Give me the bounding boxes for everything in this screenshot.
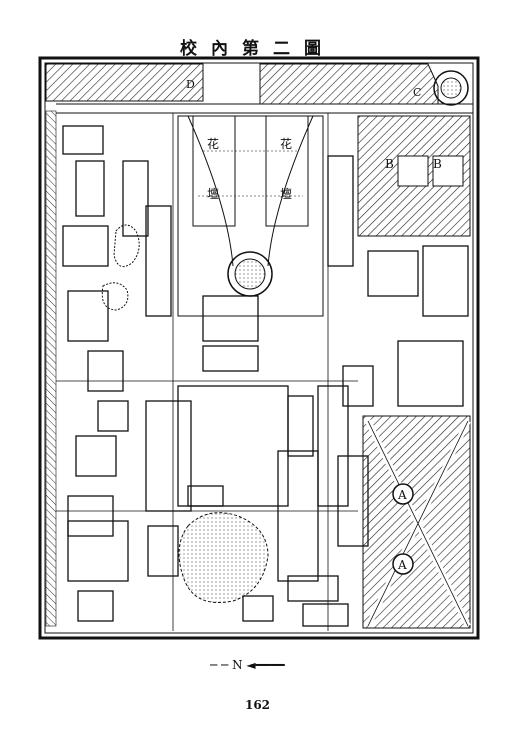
north-arrow-head: ◄━━━━ (246, 658, 285, 672)
building-col2-2 (145, 205, 172, 317)
flower-bed-left-label-2: 壇 (207, 186, 219, 201)
page-title: 校內第二圖 (180, 39, 335, 59)
building-center-3 (177, 385, 289, 507)
building-left-6 (97, 400, 129, 432)
marker-a-2 (392, 553, 414, 575)
building-center-6 (317, 385, 349, 507)
building-left-5 (87, 350, 124, 392)
campus-boundary (38, 56, 480, 640)
marker-c-label: C (413, 86, 421, 99)
north-arrow: ─ ─ N ◄━━━━ (210, 658, 285, 672)
pond-left (113, 224, 140, 268)
building-bottom-2 (302, 603, 349, 627)
top-right-hatched-zone (259, 63, 439, 105)
building-left-10 (77, 590, 114, 622)
marker-a-2-label: A (397, 558, 407, 572)
north-arrow-line: ─ ─ (210, 658, 229, 672)
building-bottom-3 (242, 595, 274, 622)
north-label: N (232, 658, 243, 672)
marker-a-1 (392, 483, 414, 505)
building-right-1 (327, 155, 354, 267)
marker-b-2-label: B (433, 157, 442, 171)
building-left-9 (67, 520, 129, 582)
building-col2-3 (145, 400, 192, 512)
building-col2-4 (147, 525, 179, 577)
building-right-5 (397, 340, 464, 407)
marker-d-label: D (186, 78, 195, 91)
flower-bed-left-label-1: 花 (207, 136, 219, 151)
building-right-3 (422, 245, 469, 317)
building-center-2 (202, 345, 259, 372)
building-center-1 (202, 295, 259, 342)
campus-map: 花 壇 花 壇 A A B B C D (38, 56, 480, 640)
flower-bed-right (265, 115, 309, 227)
flower-bed-left (192, 115, 236, 227)
rockery-garden (178, 512, 269, 604)
building-left-7 (75, 435, 117, 477)
building-left-1 (62, 125, 104, 155)
large-hall (277, 450, 319, 582)
top-left-hatched-zone (45, 63, 204, 102)
building-bottom-1 (287, 575, 339, 602)
building-right-4 (342, 365, 374, 407)
building-left-4 (67, 290, 109, 342)
flower-bed-right-label-2: 壇 (280, 186, 292, 201)
tree-roundel (433, 70, 469, 106)
building-left-8 (67, 495, 114, 537)
page-number: 162 (244, 698, 271, 712)
flower-bed-right-label-1: 花 (280, 136, 292, 151)
building-right-2 (367, 250, 419, 297)
marker-b-1-label: B (385, 157, 394, 171)
left-hatched-strip (45, 110, 57, 627)
building-center-5 (287, 395, 314, 457)
marker-a-1-label: A (397, 488, 407, 502)
building-center-4 (187, 485, 224, 507)
building-left-3 (62, 225, 109, 267)
building-col2-1 (122, 160, 149, 237)
building-left-2 (75, 160, 105, 217)
